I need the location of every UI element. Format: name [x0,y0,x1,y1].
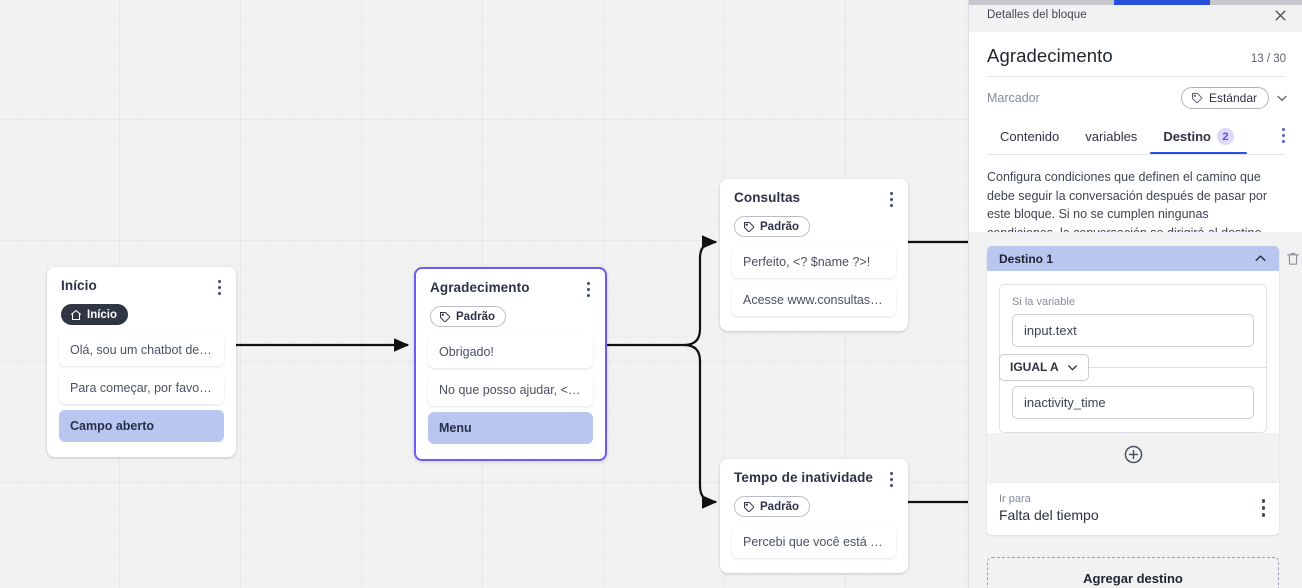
page-title: Agradecimento [987,45,1113,66]
tag-icon [440,311,451,322]
flow-canvas[interactable]: Início Início Olá, sou um chatbot de tes… [0,0,968,588]
node-tag-row: Padrão [720,209,908,246]
divider [987,76,1285,77]
marcador-row: Marcador Estándar [969,77,1302,118]
home-icon [70,309,82,320]
node-header: Consultas [720,179,908,209]
node-message[interactable]: Olá, sou um chatbot de teste! [59,333,224,366]
node-tag-chip[interactable]: Padrão [430,306,506,327]
operator-label: IGUAL A [1010,360,1059,374]
variable-input[interactable]: input.text [1012,314,1254,347]
node-tag-label: Padrão [760,220,799,233]
tab-variables[interactable]: variables [1072,123,1150,153]
condition-label: Si la variable [1012,296,1075,308]
block-title-row: Agradecimento 13 / 30 [969,32,1302,76]
delete-destination-button[interactable] [1285,250,1301,272]
node-header: Agradecimento [416,269,605,299]
close-panel-button[interactable] [1271,6,1289,24]
node-message-highlight[interactable]: Campo aberto [59,409,224,442]
panel-header-title: Detalles del bloque [987,9,1087,21]
panel-progress-bar [969,0,1302,5]
flow-node-agradecimento[interactable]: Agradecimento Padrão Obrigado! No que po… [414,267,607,461]
node-header: Tempo de inatividade [720,459,908,489]
compare-value-input[interactable]: inactivity_time [1012,386,1254,419]
tab-contenido[interactable]: Contenido [987,123,1072,153]
tabs-divider [987,154,1285,155]
goto-row[interactable]: Ir para Falta del tiempo [987,482,1279,535]
node-message[interactable]: Percebi que você está inativo. C... [732,525,896,558]
tab-label: variables [1085,129,1138,144]
node-tag-row: Padrão [416,299,605,336]
chevron-down-icon[interactable] [1275,91,1289,105]
node-message[interactable]: Perfeito, <? $name ?>! [732,245,896,278]
operator-select[interactable]: IGUAL A [999,353,1089,381]
node-message[interactable]: No que posso ajudar, <? $name ... [428,373,593,406]
node-title: Consultas [734,190,801,205]
node-tag-label: Início [87,308,118,321]
goto-label: Ir para [999,493,1031,505]
tab-destino[interactable]: Destino 2 [1150,122,1247,154]
tag-icon [744,221,755,232]
node-message[interactable]: Acesse www.consultas.com par... [732,283,896,316]
node-tag-row: Padrão [720,489,908,526]
marcador-control[interactable]: Estándar [1180,87,1289,109]
add-condition-row [987,433,1279,482]
add-destination-button[interactable]: Agregar destino [987,557,1279,588]
block-details-panel: Detalles del bloque Agradecimento 13 / 3… [968,0,1302,588]
node-tag-chip[interactable]: Padrão [734,216,810,237]
node-menu-button[interactable] [215,278,224,297]
flow-node-tempo-de-inatividade[interactable]: Tempo de inatividade Padrão Percebi que … [720,459,908,573]
chevron-down-icon [1067,364,1077,370]
tag-icon [744,501,755,512]
flow-node-consultas[interactable]: Consultas Padrão Perfeito, <? $name ?>! … [720,179,908,331]
add-condition-button[interactable] [1123,444,1144,470]
operator-rule [999,367,1267,368]
node-message[interactable]: Para começar, por favor digite o ... [59,371,224,404]
goto-text-group: Ir para Falta del tiempo [999,493,1099,523]
status-badge: 2 [1216,128,1234,145]
node-tag-chip[interactable]: Padrão [734,496,810,517]
goto-menu-button[interactable] [1256,495,1272,521]
close-icon [1275,10,1285,20]
node-menu-button[interactable] [887,190,896,209]
marcador-label: Marcador [987,91,1040,105]
node-title: Agradecimento [430,280,530,295]
panel-tabs: Contenido variables Destino 2 [969,118,1302,154]
destination-scroll-area[interactable]: Destino 1 Si la variable input.text [969,232,1302,588]
goto-value: Falta del tiempo [999,507,1099,523]
node-tag-label: Padrão [760,500,799,513]
progress-fill [1114,0,1210,5]
node-tag-chip[interactable]: Início [61,304,129,325]
tab-label: Contenido [1000,129,1060,144]
tab-label: Destino [1163,129,1211,144]
node-message[interactable]: Obrigado! [428,335,593,368]
chevron-up-icon[interactable] [1253,251,1268,266]
node-tag-label: Padrão [456,310,495,323]
destination-card: Destino 1 Si la variable input.text [987,246,1279,535]
character-counter: 13 / 30 [1250,53,1286,65]
operator-row: IGUAL A [999,352,1267,382]
node-header: Início [47,267,236,297]
node-menu-button[interactable] [584,280,593,299]
condition-box: Si la variable input.text IGUAL A [999,284,1267,433]
marcador-value: Estándar [1208,91,1257,105]
node-menu-button[interactable] [887,470,896,489]
node-title: Início [61,278,97,293]
node-title: Tempo de inatividade [734,470,874,485]
tag-icon [1191,93,1203,104]
destination-header[interactable]: Destino 1 [987,246,1279,271]
panel-body: Agradecimento 13 / 30 Marcador Estándar [969,32,1302,588]
trash-icon [1287,252,1299,265]
marcador-pill[interactable]: Estándar [1180,87,1269,109]
node-tag-row: Início [47,297,236,334]
plus-circle-icon [1124,445,1142,464]
panel-overflow-menu-button[interactable] [1276,124,1291,153]
destination-1-wrapper: Destino 1 Si la variable input.text [987,246,1299,535]
node-message-highlight[interactable]: Menu [428,411,593,444]
destination-header-title: Destino 1 [999,251,1054,266]
flow-node-inicio[interactable]: Início Início Olá, sou um chatbot de tes… [47,267,236,457]
